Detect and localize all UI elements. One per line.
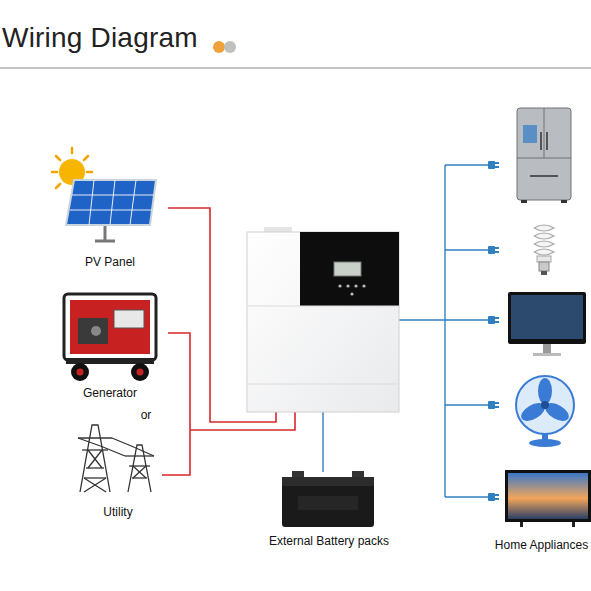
pv-panel: PV Panel [55,150,165,269]
node-label: Utility [103,505,132,519]
diagram-title: Wiring Diagram [2,22,198,54]
inverter-unit [247,227,399,412]
generator: Generator [55,285,165,400]
connector-word: or [141,408,152,422]
solar-panel-icon [66,180,156,241]
battery-pack: External Battery packs [259,465,399,548]
home-appliances: Home Appliances [492,460,591,552]
generator-icon [64,294,156,381]
power-tower-icon [78,425,154,492]
bulb-icon [534,225,554,275]
node-label: Generator [83,386,137,400]
plug-symbols [488,161,499,501]
title-dot [224,41,236,53]
fan-icon [516,376,574,447]
title-dot [213,41,225,53]
monitor-icon [508,292,586,356]
utility-grid: Utility [63,418,173,519]
node-label: PV Panel [85,255,135,269]
battery-icon [282,471,374,527]
node-label: Home Appliances [495,538,588,552]
title-rule [0,68,591,69]
node-label: External Battery packs [269,534,389,548]
fridge-icon [517,108,571,203]
tv-icon [505,470,591,527]
